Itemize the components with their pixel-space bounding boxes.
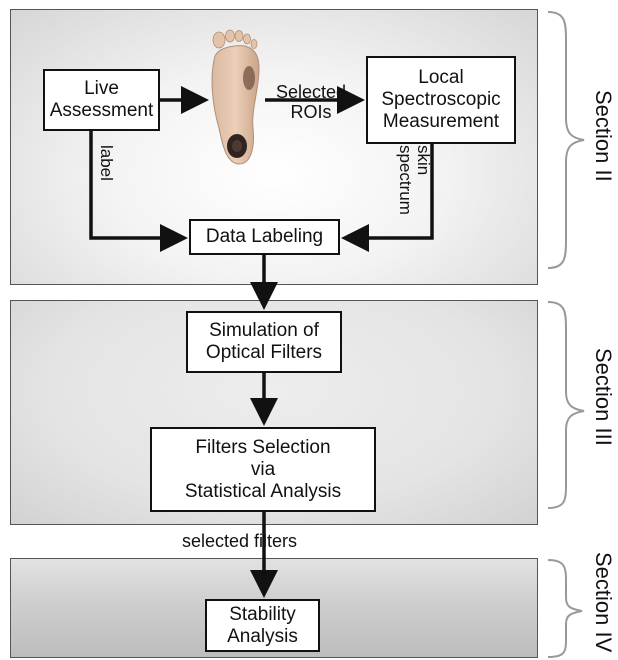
section-iv-label: Section IV — [591, 552, 616, 653]
selected-rois-line1: Selected — [275, 82, 347, 102]
data-labeling-text: Data Labeling — [205, 226, 324, 247]
live-assessment-line2: Assessment — [49, 100, 154, 121]
stability-line1: Stability — [229, 603, 296, 625]
local-line3: Measurement — [382, 111, 500, 132]
skin-line1: skin — [414, 145, 433, 176]
live-assessment-box: Live Assessment — [43, 69, 160, 131]
data-labeling-box: Data Labeling — [189, 219, 340, 255]
simulation-line1: Simulation of — [209, 320, 319, 341]
filters-line2: via — [250, 458, 276, 480]
label-edge-label: label — [97, 145, 116, 181]
selected-filters-label: selected filters — [182, 531, 298, 551]
foot-image — [211, 29, 260, 165]
simulation-box: Simulation of Optical Filters — [186, 311, 342, 373]
simulation-line2: Optical Filters — [205, 342, 323, 363]
skin-line2: spectrum — [396, 145, 415, 215]
selected-rois-label: Selected ROIs — [271, 82, 351, 122]
live-assessment-line1: Live — [84, 78, 119, 99]
section-ii-label: Section II — [591, 90, 616, 182]
skin-spectrum-label: skin spectrum — [396, 145, 433, 215]
local-spectroscopic-box: Local Spectroscopic Measurement — [366, 56, 516, 144]
section-iii-label: Section III — [591, 348, 616, 446]
local-line1: Local — [418, 67, 464, 88]
stability-analysis-box: Stability Analysis — [205, 599, 320, 652]
filters-line1: Filters Selection — [195, 436, 331, 458]
selected-rois-line2: ROIs — [290, 102, 332, 122]
stability-line2: Analysis — [227, 625, 298, 647]
filters-line3: Statistical Analysis — [184, 480, 342, 502]
local-line2: Spectroscopic — [381, 89, 501, 110]
filters-selection-box: Filters Selection via Statistical Analys… — [150, 427, 376, 512]
